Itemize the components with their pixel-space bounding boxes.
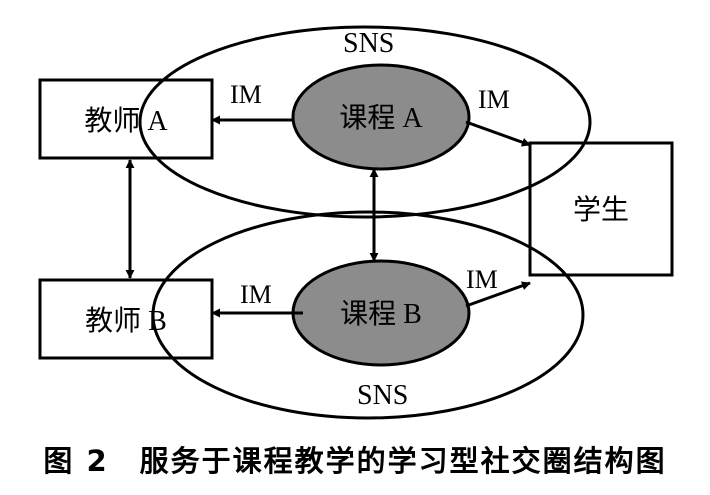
im-label-course-a-student: IM bbox=[478, 85, 510, 114]
arrow-course-b-to-student bbox=[465, 281, 531, 308]
figure-caption: 图 2 服务于课程教学的学习型社交圈结构图 bbox=[43, 444, 667, 478]
sns-circle-top bbox=[138, 25, 592, 219]
course-b-label: 课程 B bbox=[340, 299, 422, 330]
course-a-oval bbox=[291, 63, 471, 171]
arrow-course-a-to-student bbox=[465, 120, 531, 147]
sns-top-label: SNS bbox=[343, 28, 394, 59]
student-label: 学生 bbox=[573, 194, 629, 226]
sns-bottom-label: SNS bbox=[357, 380, 408, 411]
im-label-course-a-teacher: IM bbox=[230, 80, 262, 109]
diagram-canvas: SNS SNS 课程 A 课程 B 教师 A 教师 B 学生 IM IM IM … bbox=[38, 25, 674, 420]
course-a-label: 课程 A bbox=[339, 103, 423, 134]
student-box bbox=[528, 141, 674, 277]
teacher-b-label: 教师 B bbox=[85, 305, 167, 337]
teacher-b-box bbox=[38, 278, 214, 360]
teacher-a-label: 教师 A bbox=[84, 105, 168, 137]
im-label-course-b-teacher: IM bbox=[240, 280, 272, 309]
sns-circle-bottom bbox=[151, 210, 585, 420]
im-label-course-b-student: IM bbox=[466, 265, 498, 294]
